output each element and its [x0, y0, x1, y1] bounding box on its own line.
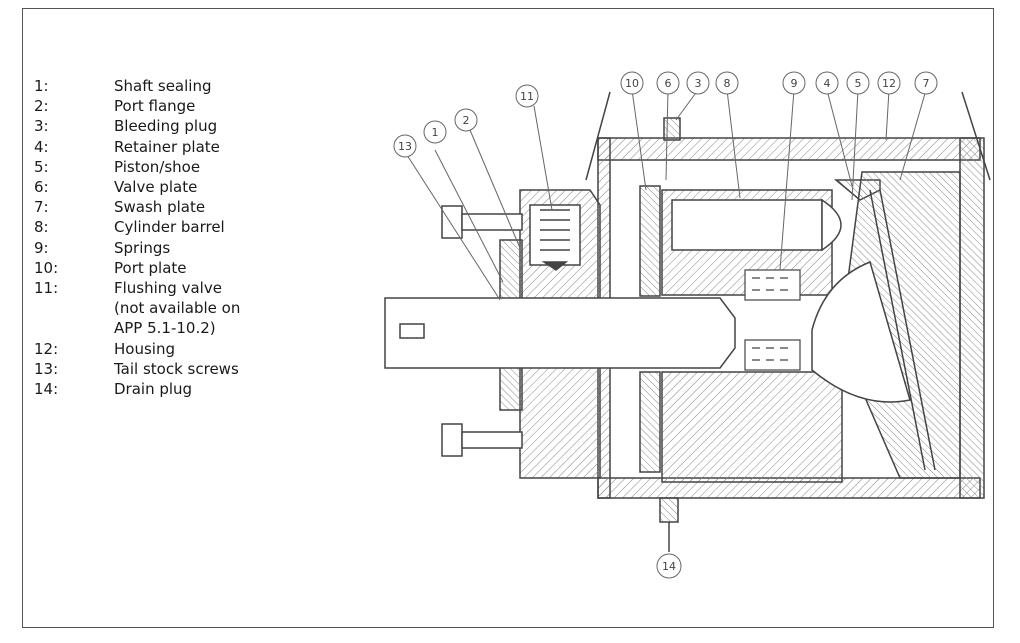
legend-item: 3: Bleeding plug — [34, 116, 240, 136]
drive-shaft — [384, 297, 736, 369]
legend-label: Swash plate — [114, 198, 206, 217]
callout-number: 9 — [791, 77, 798, 90]
callout-number: 12 — [882, 77, 896, 90]
port-plate — [639, 185, 661, 473]
figure-frame — [22, 8, 994, 628]
pump-cross-section-drawing: 10 6 3 8 9 4 5 12 7 11 2 1 13 14 — [384, 71, 991, 579]
legend-label: Drain plug — [114, 380, 193, 399]
legend-label: Tail stock screws — [114, 359, 239, 378]
legend-label: Cylinder barrel — [114, 218, 225, 237]
legend-number: 10: — [34, 258, 59, 277]
legend-item: 4: Retainer plate — [34, 137, 240, 157]
parts-legend: 1: Shaft sealing 2: Port flange 3: Bleeding… — [34, 76, 240, 399]
callout-number: 14 — [662, 560, 676, 573]
legend-label: Flushing valve (not available on APP 5.1… — [114, 279, 241, 338]
callout-number: 5 — [855, 77, 862, 90]
legend-label: Port flange — [114, 97, 196, 116]
legend-item: 10: Port plate — [34, 258, 240, 278]
legend-item: 12: Housing — [34, 339, 240, 359]
legend-item: 7: Swash plate — [34, 197, 240, 217]
legend-number: 7: — [34, 198, 49, 217]
callout-number: 11 — [520, 90, 534, 103]
bleeding-plug — [663, 117, 681, 141]
legend-label: Valve plate — [114, 178, 198, 197]
legend-number: 1: — [34, 77, 49, 95]
legend-item: 1: Shaft sealing — [34, 76, 240, 96]
legend-number: 9: — [34, 238, 49, 257]
legend-number: 11: — [34, 279, 59, 298]
legend-number: 2: — [34, 97, 49, 116]
callout-number: 7 — [923, 77, 930, 90]
legend-item: 11: Flushing valve (not available on APP … — [34, 278, 240, 339]
callout-number: 8 — [724, 77, 731, 90]
tail-stock-screws — [441, 205, 523, 457]
callout-number: 4 — [824, 77, 831, 90]
legend-number: 5: — [34, 157, 49, 176]
callout-number: 10 — [625, 77, 639, 90]
callout-leaders — [406, 89, 927, 301]
callout-numbers: 10 6 3 8 9 4 5 12 7 11 2 1 13 14 — [398, 77, 930, 573]
legend-label: Port plate — [114, 258, 187, 277]
legend-item: 13: Tail stock screws — [34, 359, 240, 379]
callout-number: 6 — [665, 77, 672, 90]
legend-item: 6: Valve plate — [34, 177, 240, 197]
legend-label: Piston/shoe — [114, 157, 201, 176]
legend-label: Bleeding plug — [114, 117, 218, 136]
legend-item: 8: Cylinder barrel — [34, 217, 240, 237]
swash-plate — [811, 171, 961, 479]
legend-number: 8: — [34, 218, 49, 237]
springs — [744, 269, 801, 371]
legend-item: 14: Drain plug — [34, 379, 240, 399]
callout-number: 3 — [695, 77, 702, 90]
legend-number: 3: — [34, 117, 49, 136]
legend-label: Shaft sealing — [114, 77, 212, 95]
legend-label: Retainer plate — [114, 137, 220, 156]
legend-label: Springs — [114, 238, 171, 257]
legend-item: 9: Springs — [34, 238, 240, 258]
legend-number: 4: — [34, 137, 49, 156]
legend-number: 6: — [34, 178, 49, 197]
legend-number: 12: — [34, 339, 59, 358]
drain-plug — [659, 497, 679, 552]
legend-number: 13: — [34, 359, 59, 378]
callout-bubbles — [393, 71, 938, 579]
legend-item: 2: Port flange — [34, 96, 240, 116]
callout-number: 13 — [398, 140, 412, 153]
flushing-valve — [529, 204, 581, 271]
legend-label: Housing — [114, 339, 175, 358]
callout-number: 2 — [463, 114, 470, 127]
callout-number: 1 — [432, 126, 439, 139]
legend-number: 14: — [34, 380, 59, 399]
legend-item: 5: Piston/shoe — [34, 157, 240, 177]
